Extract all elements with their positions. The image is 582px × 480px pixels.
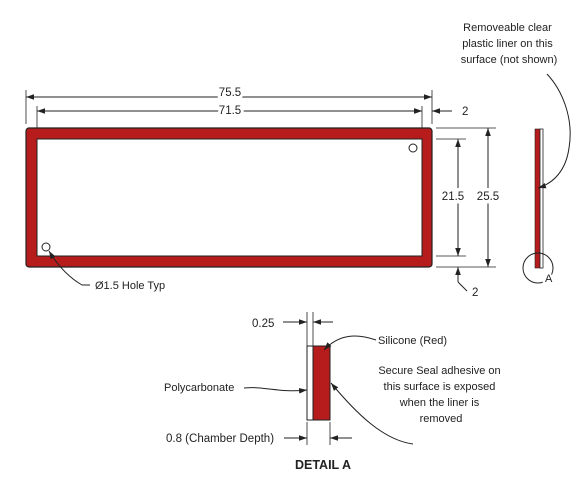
- adhesive-note: Secure Seal adhesive on this surface is …: [378, 365, 503, 425]
- dim-border-bottom: 2: [472, 287, 478, 299]
- side-view: Removeable clear plastic liner on this s…: [461, 22, 571, 287]
- detail-a: 0.25 Silicone (Red) Polycarbonate Secure…: [164, 312, 503, 472]
- dim-overall-height: 25.5: [477, 191, 499, 203]
- dim-overall-width: 75.5: [219, 87, 241, 99]
- chamber-depth-label: 0.8 (Chamber Depth): [166, 433, 274, 445]
- polycarbonate-label: Polycarbonate: [164, 382, 234, 394]
- liner-leader: [537, 73, 571, 189]
- mounting-hole-top-right: [408, 143, 418, 153]
- detail-a-circle: [522, 252, 554, 284]
- polycarbonate-leader: [243, 387, 308, 394]
- side-profile-silicone: [534, 128, 541, 269]
- silicone-label: Silicone (Red): [378, 335, 447, 347]
- dim-border-right: 2: [462, 106, 468, 118]
- mounting-hole-bottom-left: [41, 242, 51, 252]
- dim-inner-width: 71.5: [219, 105, 241, 117]
- dim-inner-height: 21.5: [442, 191, 464, 203]
- adhesive-leader: [330, 382, 414, 445]
- top-view: 75.5 71.5 2 21.5 25.5 2 Ø1.5 Hole Typ: [25, 84, 503, 299]
- hole-leader: [48, 250, 90, 286]
- detail-title: DETAIL A: [295, 458, 351, 472]
- hole-callout: Ø1.5 Hole Typ: [95, 280, 165, 292]
- silicone-leader: [323, 335, 377, 351]
- chamber-opening: [36, 138, 423, 257]
- silicone-layer: [312, 345, 331, 421]
- polycarbonate-layer: [306, 345, 314, 421]
- dim-silicone-thickness: 0.25: [252, 318, 274, 330]
- side-profile-polycarbonate: [539, 128, 544, 269]
- liner-note: Removeable clear plastic liner on this s…: [461, 22, 558, 66]
- detail-marker: A: [545, 273, 553, 285]
